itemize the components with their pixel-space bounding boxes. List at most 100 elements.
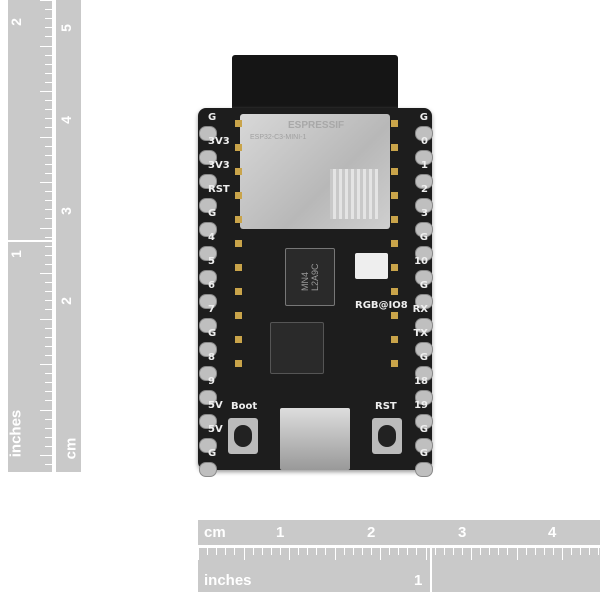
ruler-tick — [40, 182, 52, 183]
ruler-tick — [45, 291, 52, 293]
ruler-tick — [334, 548, 336, 560]
solder-pad — [235, 120, 242, 127]
ruler-tick — [316, 548, 318, 555]
ruler-tick — [489, 548, 491, 555]
ruler-tick — [45, 36, 52, 38]
ruler-tick — [45, 63, 52, 65]
header-pin-left — [199, 174, 217, 189]
ruler-tick — [45, 245, 52, 247]
header-pin-right — [415, 126, 433, 141]
ruler-unit-inches: inches — [7, 409, 25, 458]
rgb-label: RGB@IO8 — [355, 300, 408, 311]
ruler-tick — [598, 548, 600, 555]
ruler-tick — [45, 18, 52, 20]
boot-button[interactable] — [228, 418, 258, 454]
ruler-tick — [40, 409, 52, 411]
header-pin-right — [415, 318, 433, 333]
pin-label-left: G — [208, 112, 217, 123]
header-pin-right — [415, 462, 433, 477]
ruler-tick — [45, 54, 52, 56]
pin-label-right: 2 — [421, 184, 428, 195]
pin-label-right: 0 — [421, 136, 428, 147]
ruler-tick — [45, 236, 52, 238]
module-brand: ESPRESSIF — [288, 120, 345, 131]
pin-label-right: 19 — [414, 400, 428, 411]
header-pin-right — [415, 246, 433, 261]
ruler-tick — [40, 364, 52, 365]
ruler-inch-2: 2 — [7, 18, 24, 26]
ruler-tick — [45, 72, 52, 74]
ruler-cm-2: 2 — [57, 297, 74, 305]
ruler-unit-cm: cm — [62, 437, 80, 460]
ruler-tick — [343, 548, 345, 555]
ruler-tick — [45, 163, 52, 165]
ruler-tick — [45, 382, 52, 384]
ruler-tick — [525, 548, 527, 555]
ruler-tick — [45, 200, 52, 202]
ruler-tick — [407, 548, 409, 555]
ruler-tick — [45, 445, 52, 447]
pin-label-left: G — [208, 448, 217, 459]
header-pin-left — [199, 342, 217, 357]
ruler-tick — [45, 391, 52, 393]
pin-label-right: 10 — [414, 256, 428, 267]
header-pin-right — [415, 366, 433, 381]
ruler-tick — [40, 0, 52, 1]
ruler-tick — [461, 548, 463, 555]
pin-label-left: 5V — [208, 400, 223, 411]
pin-label-right: RX — [412, 304, 428, 315]
boot-label: Boot — [231, 401, 258, 412]
pin-label-right: G — [419, 232, 428, 243]
solder-pad — [391, 144, 398, 151]
ruler-tick — [45, 436, 52, 438]
solder-pad — [391, 120, 398, 127]
solder-pad — [391, 312, 398, 319]
ruler-tick — [498, 548, 500, 555]
ruler-tick — [270, 548, 272, 555]
header-pin-left — [199, 126, 217, 141]
ruler-tick — [434, 548, 436, 555]
ruler-tick — [45, 9, 52, 11]
ruler-tick — [45, 254, 52, 256]
module-model: ESP32-C3-MINI-1 — [250, 134, 307, 141]
solder-pad — [391, 264, 398, 271]
pin-label-left: 5 — [208, 256, 215, 267]
ruler-tick — [443, 548, 445, 555]
ruler-cm-5: 5 — [57, 24, 74, 32]
ruler-tick — [562, 548, 563, 560]
ruler-tick — [216, 548, 218, 555]
header-pin-left — [199, 318, 217, 333]
ruler-tick — [45, 345, 52, 347]
ruler-tick — [389, 548, 391, 555]
ruler-tick — [45, 427, 52, 429]
ruler-tick — [40, 227, 52, 229]
micro-usb-port[interactable] — [280, 408, 350, 470]
ruler-tick — [471, 548, 472, 560]
ruler-tick — [45, 282, 52, 284]
ruler-tick — [45, 100, 52, 102]
ruler-tick — [45, 81, 52, 83]
pin-label-right: G — [419, 112, 428, 123]
ruler-tick — [234, 548, 236, 555]
ruler-tick — [261, 548, 263, 555]
ruler-tick — [45, 354, 52, 356]
pin-label-left: 6 — [208, 280, 215, 291]
ruler-tick — [325, 548, 327, 555]
ruler-tick — [40, 91, 52, 92]
header-pin-left — [199, 462, 217, 477]
header-pin-right — [415, 174, 433, 189]
ruler-tick — [40, 136, 52, 138]
reset-button[interactable] — [372, 418, 402, 454]
solder-pad — [235, 144, 242, 151]
ruler-tick — [580, 548, 582, 555]
header-pin-right — [415, 222, 433, 237]
pin-label-left: 9 — [208, 376, 215, 387]
usb-bridge-chip — [270, 322, 324, 374]
ruler-tick — [45, 209, 52, 211]
ruler-tick — [480, 548, 482, 555]
pin-label-right: G — [419, 448, 428, 459]
header-pin-left — [199, 414, 217, 429]
ruler-cm-2: 2 — [367, 524, 376, 541]
ruler-tick — [45, 418, 52, 420]
solder-pad — [235, 288, 242, 295]
